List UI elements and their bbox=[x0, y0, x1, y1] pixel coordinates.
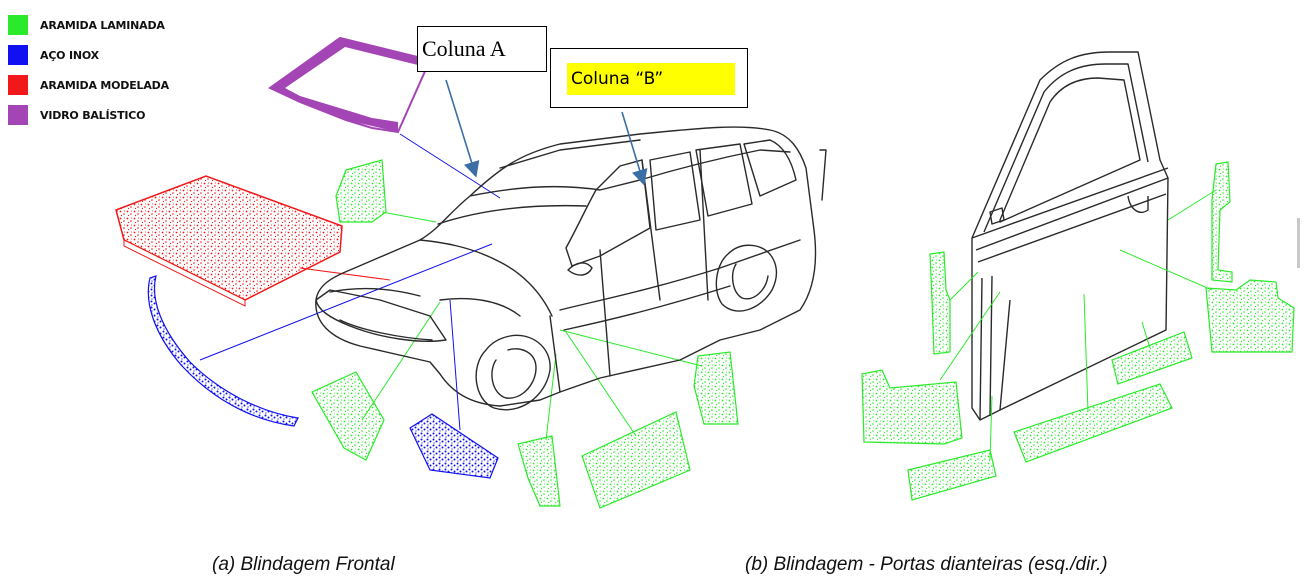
callout-arrows bbox=[445, 79, 648, 186]
firewall-plate bbox=[409, 413, 499, 479]
a-pillar-panel bbox=[335, 159, 387, 223]
callout-coluna-b: Coluna “B” bbox=[550, 48, 748, 108]
legend-item-vidro-balistico: VIDRO BALÍSTICO bbox=[8, 104, 169, 126]
door-rear-panel bbox=[1205, 279, 1295, 353]
legend-swatch bbox=[8, 45, 28, 65]
car-outline bbox=[315, 126, 827, 411]
front-left-panel bbox=[311, 371, 385, 461]
legend-label: ARAMIDA LAMINADA bbox=[40, 18, 165, 32]
legend-swatch bbox=[8, 15, 28, 35]
door-pillar-strip bbox=[929, 251, 951, 355]
rear-pillar-panel bbox=[693, 351, 739, 425]
scrollbar-thumb[interactable] bbox=[1297, 218, 1300, 268]
pillar-panel-lower bbox=[517, 435, 561, 507]
windshield-armor bbox=[268, 36, 432, 134]
legend-label: VIDRO BALÍSTICO bbox=[40, 108, 146, 122]
door-front-panel bbox=[861, 369, 963, 445]
leader-lines-left bbox=[199, 133, 703, 441]
door-rear-strip bbox=[1111, 331, 1193, 385]
caption-blindagem-frontal: (a) Blindagem Frontal bbox=[212, 554, 395, 575]
legend-swatch bbox=[8, 75, 28, 95]
callout-coluna-a: Coluna A bbox=[417, 26, 547, 72]
leader-lines-right bbox=[939, 189, 1217, 461]
door-lower-strip bbox=[907, 449, 997, 501]
legend-label: AÇO INOX bbox=[40, 48, 99, 62]
legend-item-aco-inox: AÇO INOX bbox=[8, 44, 169, 66]
hood-armor bbox=[115, 175, 343, 307]
bumper-bar-armor bbox=[147, 275, 299, 427]
legend: ARAMIDA LAMINADA AÇO INOX ARAMIDA MODELA… bbox=[8, 14, 169, 134]
door-main-panel bbox=[1013, 383, 1173, 463]
legend-swatch bbox=[8, 105, 28, 125]
legend-item-aramida-laminada: ARAMIDA LAMINADA bbox=[8, 14, 169, 36]
door-panel-lower bbox=[581, 411, 691, 509]
callout-coluna-b-label: Coluna “B” bbox=[567, 63, 735, 95]
mirror-panel bbox=[1211, 161, 1233, 283]
legend-label: ARAMIDA MODELADA bbox=[40, 78, 169, 92]
door-outline bbox=[971, 51, 1169, 421]
caption-blindagem-portas: (b) Blindagem - Portas dianteiras (esq./… bbox=[745, 554, 1108, 575]
legend-item-aramida-modelada: ARAMIDA MODELADA bbox=[8, 74, 169, 96]
